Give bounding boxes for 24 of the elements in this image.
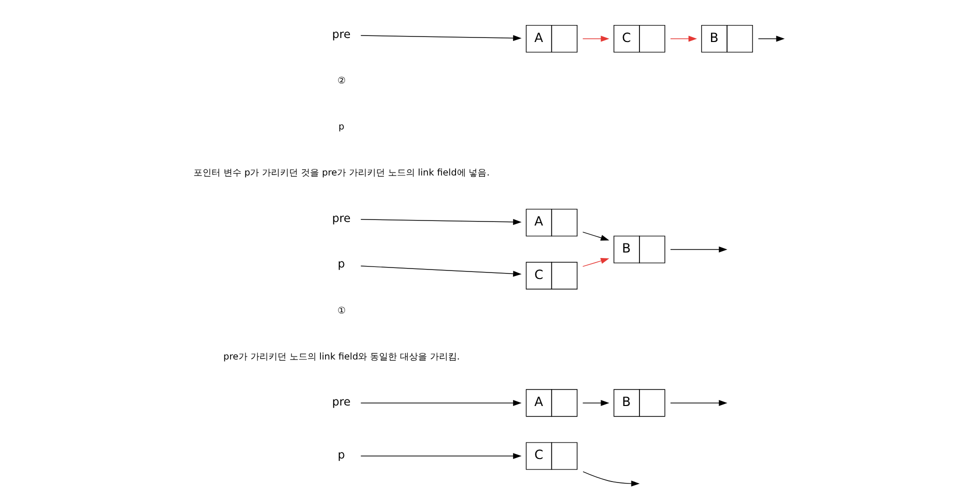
label: ① (336, 305, 346, 316)
arrow (360, 453, 522, 459)
arrow (360, 219, 522, 225)
arrow (582, 258, 609, 267)
node-text: pre (332, 28, 350, 41)
node-text: pre (332, 212, 350, 225)
arrow (582, 471, 640, 487)
label: ② (336, 76, 346, 87)
arrow (670, 246, 727, 252)
arrow (582, 232, 609, 241)
label: pre가 가리키던 노드의 link field와 동일한 대상을 가리킴. (222, 351, 460, 362)
arrow (360, 35, 522, 42)
node-text: p (337, 448, 344, 462)
arrow (757, 36, 784, 42)
arrow (582, 36, 609, 42)
label: 포인터 변수 p가 가리키던 것을 pre가 가리키던 노드의 link field에 넣음. (193, 168, 490, 179)
arrow (360, 400, 522, 406)
arrow (670, 36, 696, 42)
node-text: pre (332, 396, 350, 409)
label: p (338, 122, 344, 133)
arrow (582, 400, 609, 406)
arrow (360, 266, 522, 277)
node-text: p (337, 258, 344, 271)
arrow (670, 400, 727, 406)
